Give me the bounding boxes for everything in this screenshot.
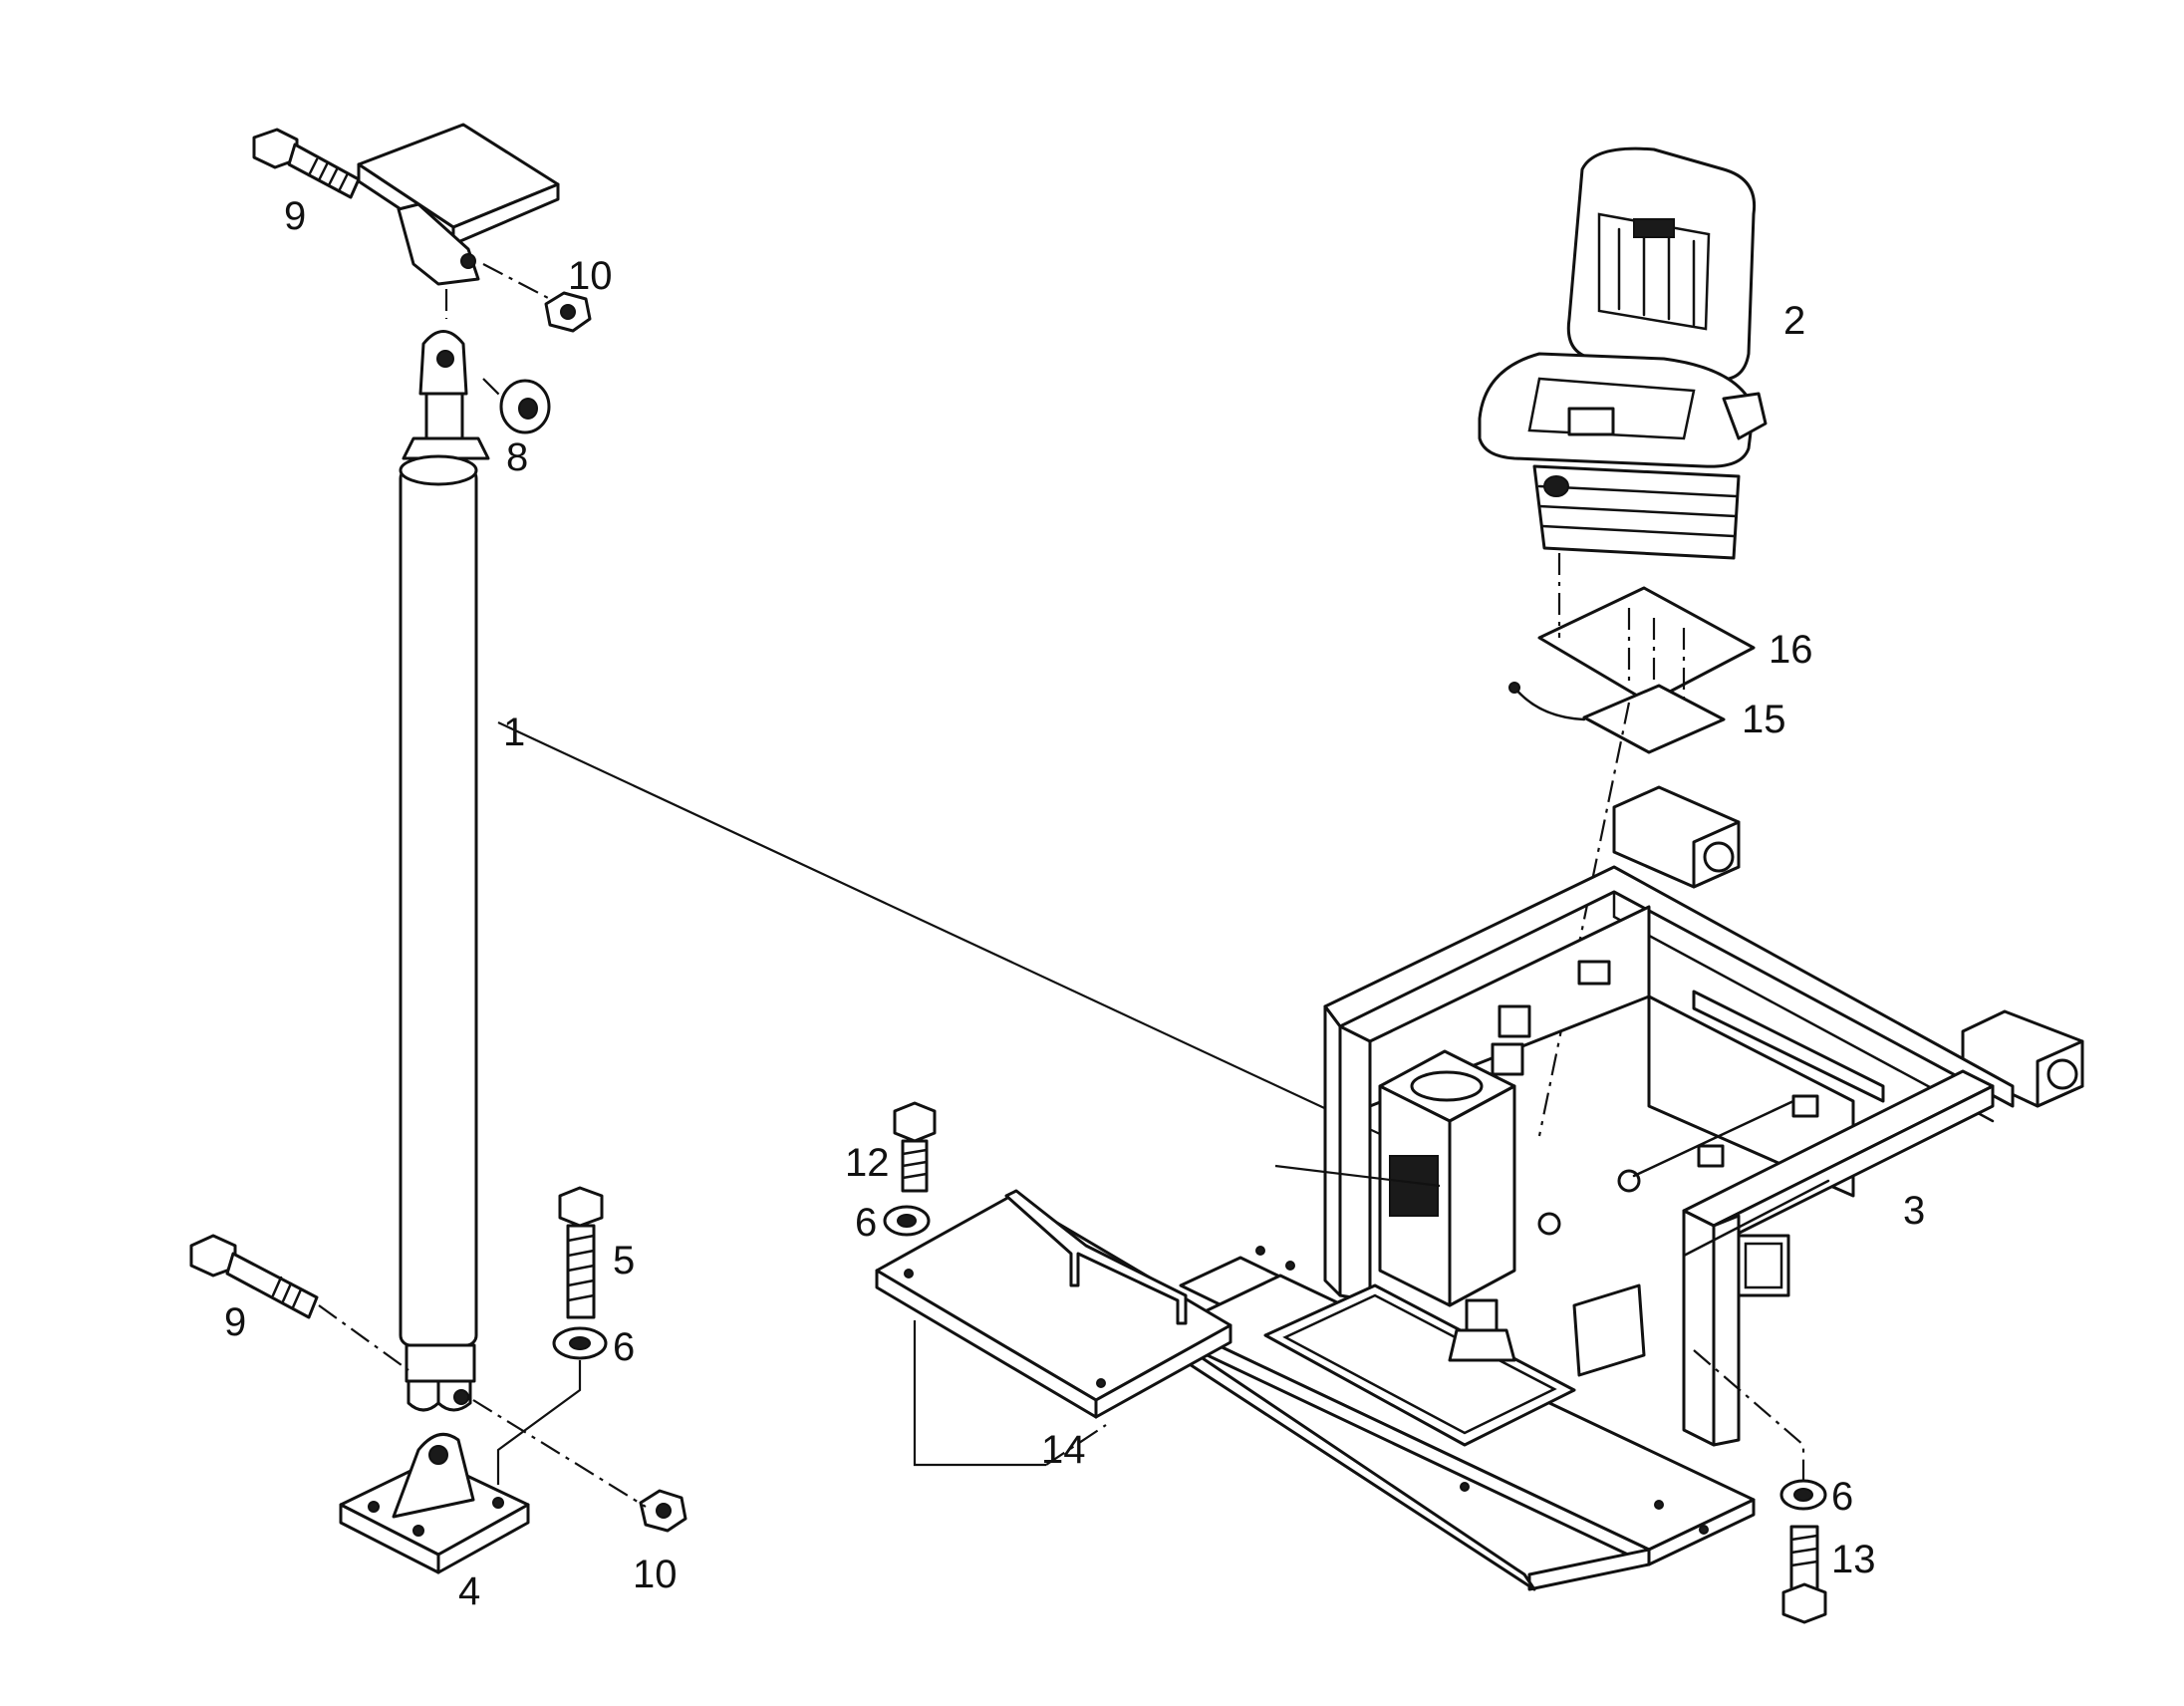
callout-12: 12	[845, 1141, 890, 1185]
seat-frame-3	[1174, 785, 2084, 1591]
callout-8: 8	[506, 435, 528, 479]
callout-13: 13	[1831, 1538, 1876, 1581]
washer-6-left	[552, 1326, 608, 1360]
callout-2: 2	[1783, 299, 1805, 343]
callout-16: 16	[1769, 628, 1813, 672]
callout-3: 3	[1903, 1189, 1925, 1233]
callout-9-bottom: 9	[224, 1300, 246, 1344]
callout-10-top: 10	[568, 254, 613, 298]
right-leaders	[913, 1164, 1805, 1480]
nut-top-10	[544, 291, 592, 333]
callout-1: 1	[503, 711, 525, 754]
washer-6-right	[1779, 1479, 1827, 1511]
top-mounting-bracket	[357, 123, 560, 286]
callout-6-cover: 6	[855, 1201, 877, 1245]
left-assembly-leaders	[318, 263, 1471, 1508]
callout-5: 5	[613, 1239, 635, 1282]
bolt-13	[1781, 1525, 1827, 1624]
mounting-plate-16	[1537, 586, 1756, 705]
callout-14: 14	[1041, 1428, 1086, 1472]
callout-6-right: 6	[1831, 1475, 1853, 1519]
callout-6-left: 6	[613, 1325, 635, 1369]
gas-strut-1	[399, 330, 490, 1412]
bolt-12	[893, 1101, 937, 1193]
bolt-bottom-9	[189, 1234, 319, 1319]
seat-leaders	[1537, 553, 1631, 1137]
callout-10-bottom: 10	[633, 1553, 678, 1596]
bolt-top-9	[252, 128, 361, 199]
cover-plate-14	[875, 1189, 1232, 1419]
bushing-8	[499, 379, 551, 434]
operator-seat-2	[1478, 146, 1768, 560]
callout-15: 15	[1742, 698, 1786, 741]
seat-switch-15	[1508, 682, 1726, 754]
washer-6-cover	[883, 1205, 931, 1237]
callout-9-top: 9	[284, 194, 306, 238]
bolt-5	[558, 1186, 604, 1319]
callout-4: 4	[458, 1569, 480, 1613]
nut-bottom-10	[639, 1489, 687, 1533]
base-bracket-4	[339, 1432, 530, 1574]
